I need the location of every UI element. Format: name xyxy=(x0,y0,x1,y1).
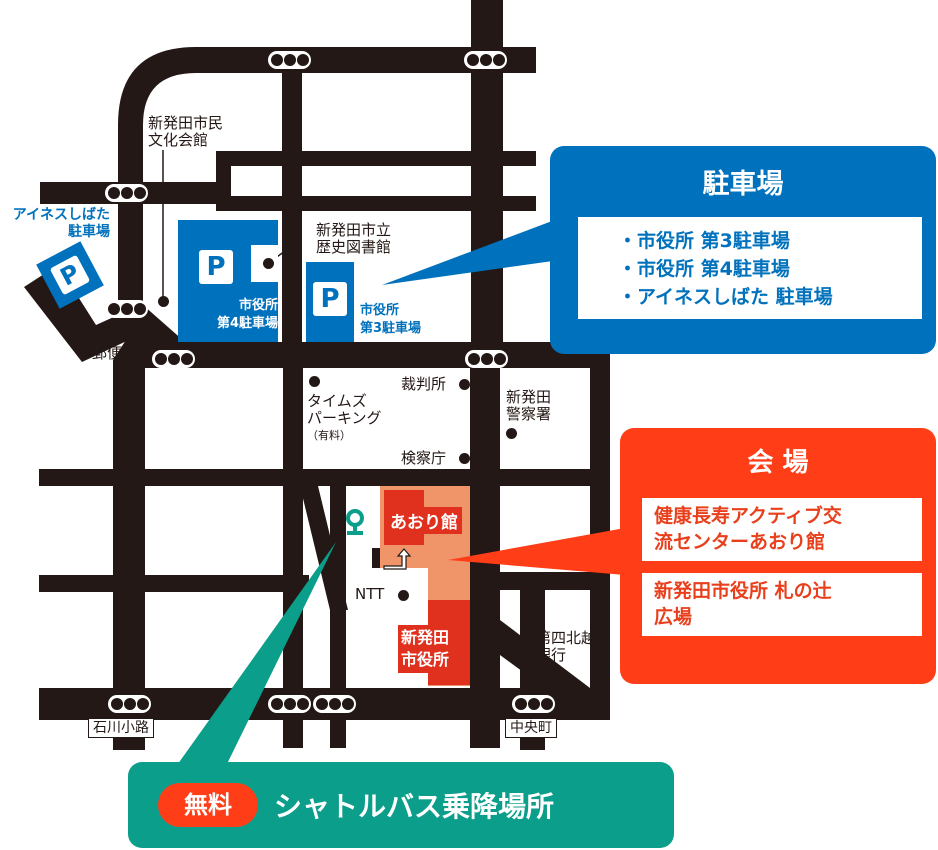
library-line2: 歴史図書館 xyxy=(316,238,392,256)
parking-icon: P xyxy=(49,254,91,296)
venue-callout-title: 会 場 xyxy=(747,448,809,478)
venue-aori-line1: 健康長寿アクティブ交 xyxy=(654,505,842,527)
parking-label-ainesu: アイネスしばた 駐車場 xyxy=(2,207,110,241)
landmark-history-library: 新発田市立 歴史図書館 xyxy=(316,222,391,256)
road-vertical-west xyxy=(113,360,145,750)
bus-stop-pin-icon[interactable] xyxy=(344,508,366,538)
traffic-light-icon xyxy=(268,695,311,713)
traffic-light-icon xyxy=(464,51,507,69)
parking-icon: P xyxy=(313,282,347,316)
times-line3: （有料） xyxy=(307,429,351,442)
landmark-bank: 第四北越 銀行 xyxy=(536,630,596,664)
lot3-line2: 第3駐車場 xyxy=(360,321,422,336)
parking-callout-pointer xyxy=(382,218,560,285)
city-hall-line1: 新発田 xyxy=(401,628,450,647)
landmark-ntt: NTT xyxy=(355,585,385,603)
shuttle-callout-pointer xyxy=(175,542,336,768)
culture-hall-line1: 新発田市民 xyxy=(148,114,224,132)
road-h-585 xyxy=(490,572,610,590)
post-office-dot xyxy=(118,330,129,341)
parking-lot-3[interactable]: P xyxy=(306,262,354,342)
prosecutor-dot xyxy=(459,453,470,464)
police-line1: 新発田 xyxy=(506,388,552,406)
lot4-label: 市役所 第4駐車場 xyxy=(198,297,280,333)
parking-item: ・市役所 第4駐車場 xyxy=(618,258,790,280)
city-hall-line2: 市役所 xyxy=(401,650,450,669)
bank-dot xyxy=(550,671,561,682)
parking-callout-list: ・市役所 第3駐車場 ・市役所 第4駐車場 ・アイネスしばた 駐車場 xyxy=(578,217,922,319)
court-dot xyxy=(459,379,470,390)
venue-aori-line2: 流センターあおり館 xyxy=(654,531,826,553)
shuttle-callout: 無料 シャトルバス乗降場所 xyxy=(128,762,674,848)
venue-item-cityhall: 新発田市役所 札の辻 広場 xyxy=(642,573,922,636)
shuttle-stop-text: シャトルバス乗降場所 xyxy=(274,790,555,823)
landmark-post-office: 郵便局 xyxy=(92,344,138,362)
culture-hall-line2: 文化会館 xyxy=(148,131,209,149)
traffic-light-icon xyxy=(152,350,195,368)
police-dot xyxy=(506,428,517,439)
times-line2: パーキング xyxy=(307,409,382,427)
lot4-line1: 市役所 xyxy=(238,298,278,313)
entrance-arrow-icon xyxy=(382,548,412,570)
parking-lot-4[interactable]: P 市役所 第4駐車場 xyxy=(178,220,278,342)
road-h-470 xyxy=(39,469,609,486)
road-vertical-2 xyxy=(282,73,302,363)
traffic-light-icon xyxy=(268,51,311,69)
landmark-prosecutor: 検察庁 xyxy=(401,449,447,467)
venue-cityhall-line2: 広場 xyxy=(654,606,693,628)
ainesu-line1: アイネスしばた xyxy=(12,207,110,223)
library-dot xyxy=(263,258,274,269)
traffic-light-icon xyxy=(465,350,508,368)
parking-icon: P xyxy=(199,250,233,284)
police-line2: 警察署 xyxy=(506,405,552,423)
road-h2 xyxy=(216,151,536,166)
venue-label-city-hall[interactable]: 新発田 市役所 xyxy=(398,625,453,673)
bank-line1: 第四北越 xyxy=(536,629,597,647)
road-h-575 xyxy=(39,575,309,592)
traffic-light-icon xyxy=(105,300,148,318)
road-h3 xyxy=(216,196,536,211)
traffic-light-icon xyxy=(313,695,356,713)
parking-item: ・アイネスしばた 駐車場 xyxy=(618,286,833,308)
traffic-light-icon xyxy=(512,695,555,713)
landmark-court: 裁判所 xyxy=(401,375,447,393)
station-ishikawa: 石川小路 xyxy=(88,718,154,738)
road-main-east-west xyxy=(140,342,610,368)
venue-item-aori: 健康長寿アクティブ交 流センターあおり館 xyxy=(642,498,922,561)
ntt-dot xyxy=(398,590,409,601)
parking-item: ・市役所 第3駐車場 xyxy=(618,230,790,252)
culture-hall-dot xyxy=(158,296,169,307)
free-badge: 無料 xyxy=(158,783,258,827)
landmark-times-parking: タイムズ パーキング （有料） xyxy=(307,393,382,444)
parking-callout-title: 駐車場 xyxy=(702,169,784,200)
venue-cityhall-line1: 新発田市役所 札の辻 xyxy=(654,580,832,602)
venue-label-aori[interactable]: あおり館 xyxy=(386,507,462,534)
traffic-light-icon xyxy=(105,184,148,202)
landmark-police: 新発田 警察署 xyxy=(506,389,551,423)
traffic-light-icon xyxy=(108,695,151,713)
bank-line2: 銀行 xyxy=(536,646,567,664)
station-chuo: 中央町 xyxy=(505,718,557,738)
times-line1: タイムズ xyxy=(307,392,367,410)
lot3-label: 市役所 第3駐車場 xyxy=(360,302,421,338)
library-line1: 新発田市立 xyxy=(316,221,392,239)
lot3-line1: 市役所 xyxy=(360,303,400,318)
lot4-line2: 第4駐車場 xyxy=(216,316,278,331)
venue-callout: 会 場 健康長寿アクティブ交 流センターあおり館 新発田市役所 札の辻 広場 xyxy=(620,428,936,684)
parking-callout: 駐車場 ・市役所 第3駐車場 ・市役所 第4駐車場 ・アイネスしばた 駐車場 xyxy=(550,146,936,354)
ainesu-line2: 駐車場 xyxy=(68,224,110,240)
landmark-culture-hall: 新発田市民 文化会館 xyxy=(148,115,223,149)
times-parking-dot xyxy=(309,376,320,387)
venue-callout-pointer xyxy=(448,528,625,575)
